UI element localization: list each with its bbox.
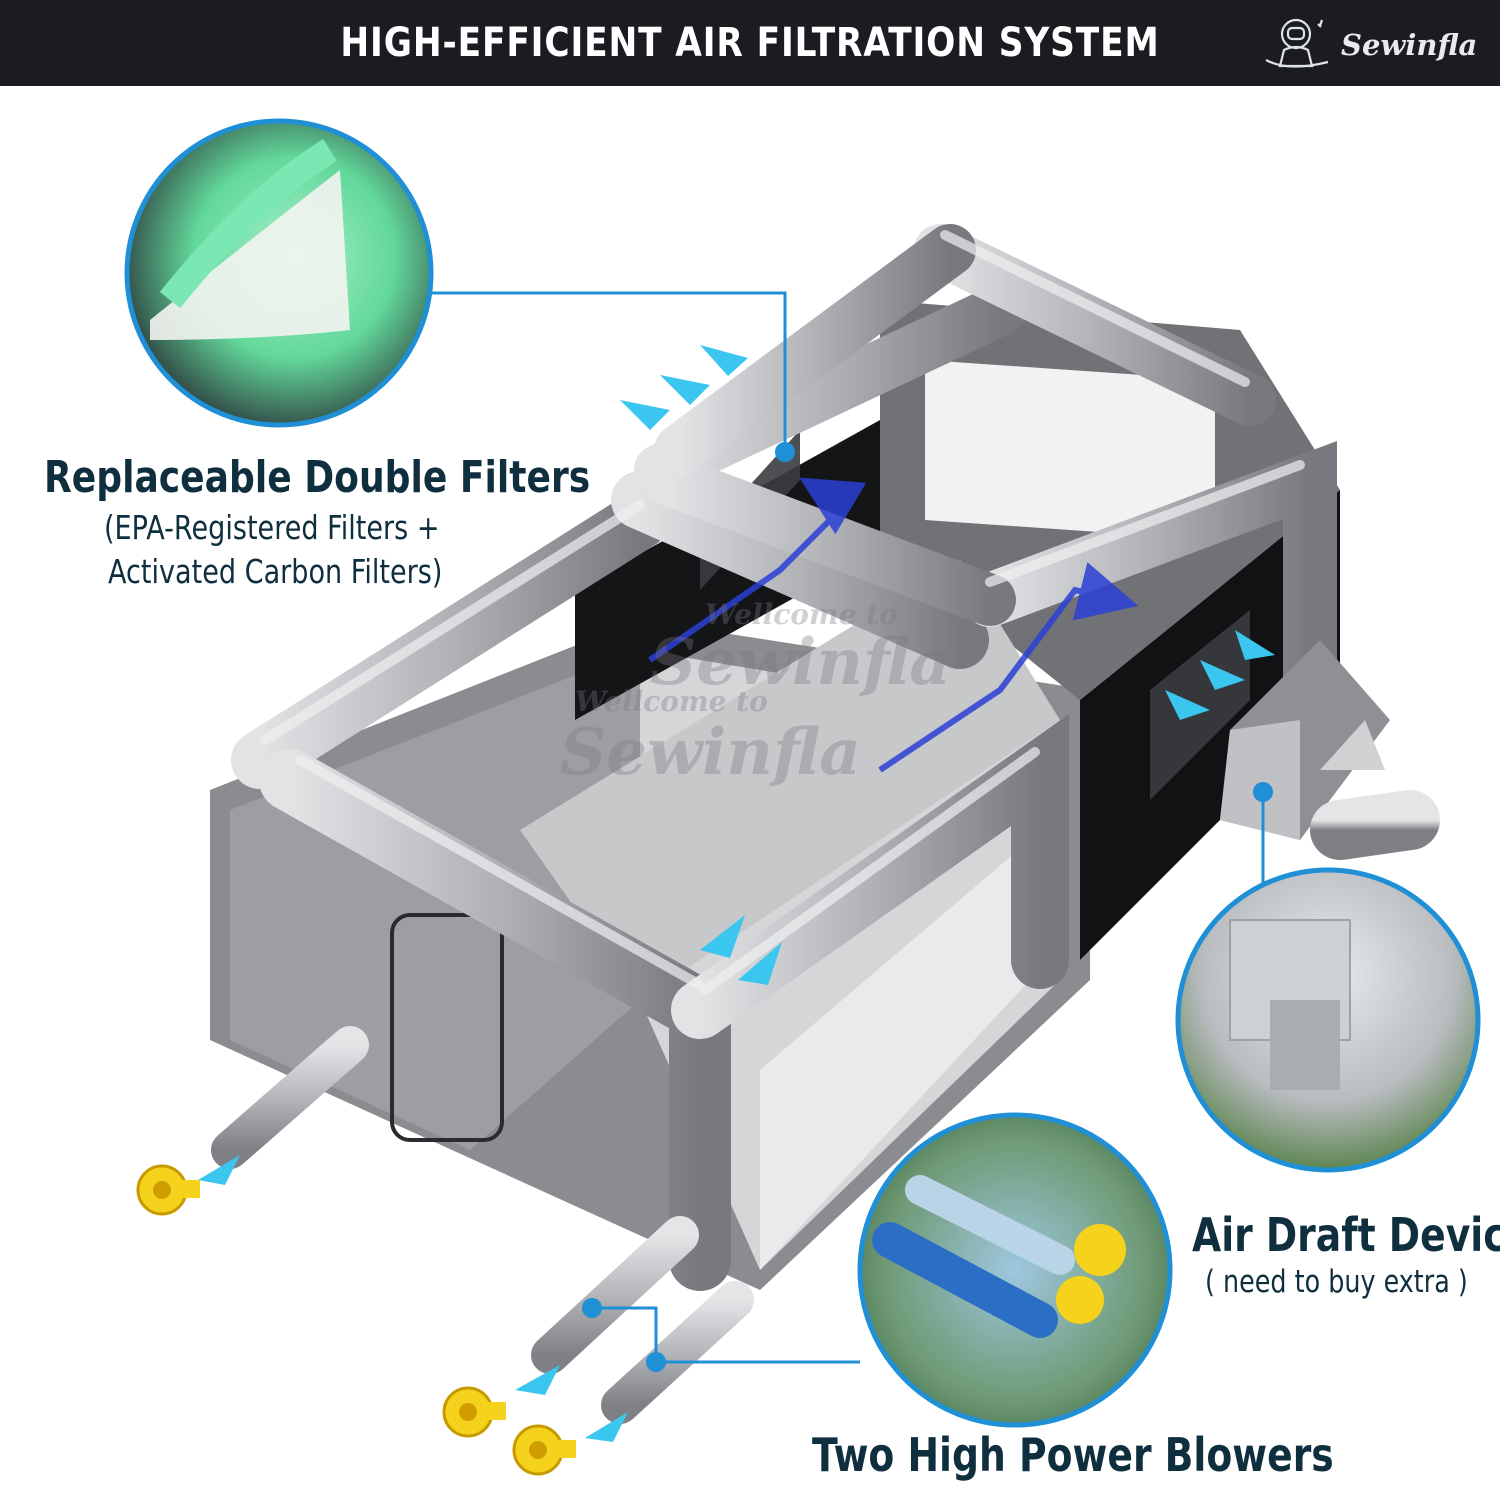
tent-frame — [212, 224, 1337, 1291]
filters-photo — [124, 118, 434, 428]
callout-lines — [432, 291, 1265, 1364]
filters-subtitle-line-2: Activated Carbon Filters) — [108, 552, 443, 591]
blowers-title: Two High Power Blowers — [812, 1428, 1334, 1482]
watermark-line-3: Wellcome to — [575, 685, 768, 718]
inflation-tubes — [211, 1026, 754, 1424]
airflow-arrow-icon — [198, 345, 1275, 1442]
page-title: HIGH-EFFICIENT AIR FILTRATION SYSTEM — [340, 20, 1160, 66]
astronaut-logo-icon — [1265, 18, 1329, 68]
draft-title: Air Draft Device — [1192, 1208, 1500, 1262]
filters-subtitle-line-1: (EPA-Registered Filters + — [104, 508, 440, 547]
header-banner — [0, 0, 1500, 86]
callout-dots — [582, 442, 1273, 1372]
watermark-line-4: Sewinfla — [560, 715, 861, 790]
blower-icon — [136, 1164, 576, 1476]
blowers-photo — [857, 1112, 1173, 1428]
draft-note: ( need to buy extra ) — [1205, 1264, 1468, 1300]
filter-flow-path — [648, 477, 1139, 773]
frame-highlights — [260, 230, 1305, 995]
draft-photo — [1175, 867, 1481, 1173]
filters-title: Replaceable Double Filters — [44, 452, 591, 503]
brand-name: Sewinfla — [1341, 28, 1478, 62]
watermark-line-2: Sewinfla — [650, 625, 951, 700]
watermark-line-1: Wellcome to — [705, 598, 898, 631]
illustration — [124, 118, 1481, 1476]
brand-logo — [1265, 18, 1329, 68]
